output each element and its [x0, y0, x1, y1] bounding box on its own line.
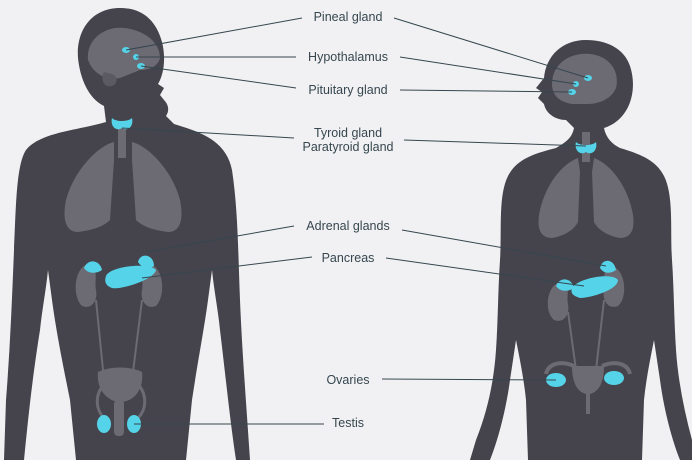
male-testis-left: [97, 415, 111, 433]
female-figure: [470, 40, 692, 460]
labels: Pineal gland Hypothalamus Pituitary glan…: [302, 10, 393, 430]
leader-pituitary-male: [141, 66, 296, 88]
male-trachea: [118, 128, 126, 158]
label-pancreas: Pancreas: [322, 251, 375, 265]
label-pineal-gland: Pineal gland: [314, 10, 383, 24]
label-pituitary-gland: Pituitary gland: [308, 83, 387, 97]
female-ovary-right: [604, 371, 624, 385]
label-testis: Testis: [332, 416, 364, 430]
label-hypothalamus: Hypothalamus: [308, 50, 388, 64]
leader-pineal-female: [394, 18, 588, 78]
label-parathyroid-gland: Paratyroid gland: [302, 140, 393, 154]
label-thyroid-gland: Tyroid gland: [314, 126, 382, 140]
label-adrenal-glands: Adrenal glands: [306, 219, 389, 233]
label-ovaries: Ovaries: [326, 373, 369, 387]
leader-thyroid-female: [404, 140, 586, 146]
male-penis: [114, 400, 124, 436]
